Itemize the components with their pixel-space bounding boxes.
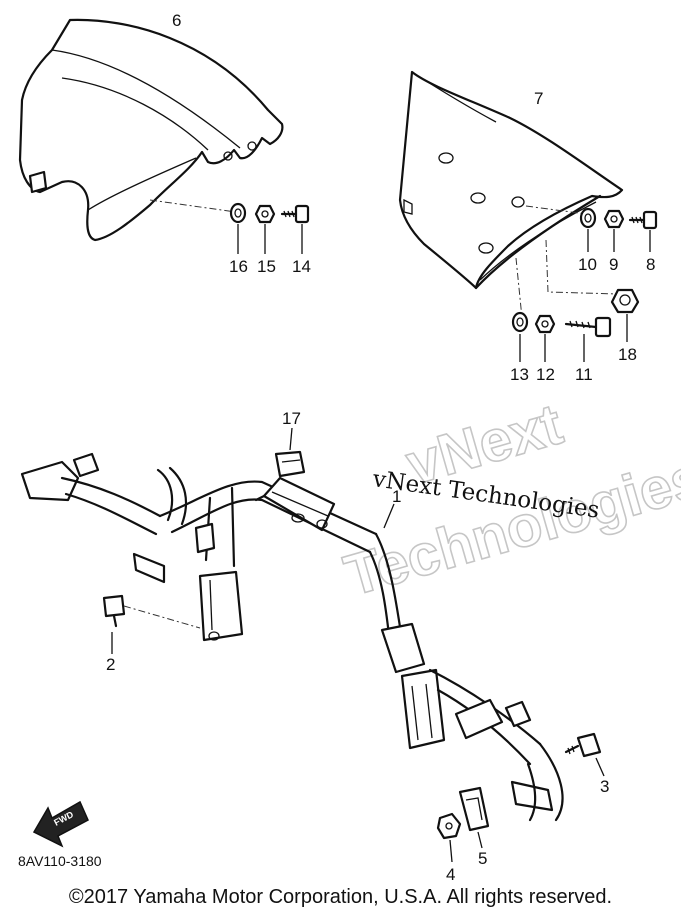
- part-3-bolt: [564, 732, 602, 758]
- part-13-collar: [511, 311, 529, 333]
- leader-7a: [525, 205, 587, 215]
- callout-10: 10: [578, 255, 597, 274]
- copyright-notice: ©2017 Yamaha Motor Corporation, U.S.A. A…: [68, 886, 613, 908]
- callout-11: 11: [575, 365, 593, 384]
- callout-6: 6: [172, 11, 181, 30]
- part-10-collar: [579, 207, 597, 229]
- part-17-clip: [274, 450, 306, 478]
- leader-7c: [545, 239, 619, 295]
- callout-12: 12: [536, 365, 555, 384]
- callout-5: 5: [478, 849, 487, 868]
- part-14-screw: [280, 204, 310, 224]
- callouts: 6 7 16 15 14 10 9 8 18 13 12 11 17 1 2 3…: [106, 11, 655, 884]
- part-5-clamp: [458, 786, 490, 832]
- front-arrow-icon: FWD: [32, 800, 89, 848]
- part-11-bolt: [564, 316, 612, 338]
- part-18-grommet: [610, 288, 640, 314]
- part-12-nut: [534, 314, 556, 334]
- part-15-nut: [254, 204, 276, 224]
- leader-1: [383, 503, 395, 529]
- callout-3: 3: [600, 777, 609, 796]
- diagram-code: 8AV110-3180: [18, 853, 102, 869]
- callout-18: 18: [618, 345, 637, 364]
- callout-7: 7: [534, 89, 543, 108]
- callout-4: 4: [446, 865, 455, 884]
- leader-2: [123, 605, 201, 629]
- callout-1: 1: [392, 487, 401, 506]
- part-8-screw: [628, 210, 658, 230]
- callout-9: 9: [609, 255, 618, 274]
- callout-13: 13: [510, 365, 529, 384]
- callout-2: 2: [106, 655, 115, 674]
- part-1-bracket: [20, 452, 564, 822]
- leader-7b: [515, 257, 523, 319]
- part-9-nut: [603, 209, 625, 229]
- callout-14: 14: [292, 257, 311, 276]
- part-2-bolt: [102, 594, 126, 628]
- callout-16: 16: [229, 257, 248, 276]
- part-4-nut: [436, 812, 462, 840]
- leader-6: [149, 199, 237, 213]
- callout-17: 17: [282, 409, 301, 428]
- part-16-collar: [229, 202, 247, 224]
- callout-8: 8: [646, 255, 655, 274]
- part-6-cover: [18, 18, 284, 242]
- part-7-cover: [398, 70, 624, 290]
- callout-15: 15: [257, 257, 276, 276]
